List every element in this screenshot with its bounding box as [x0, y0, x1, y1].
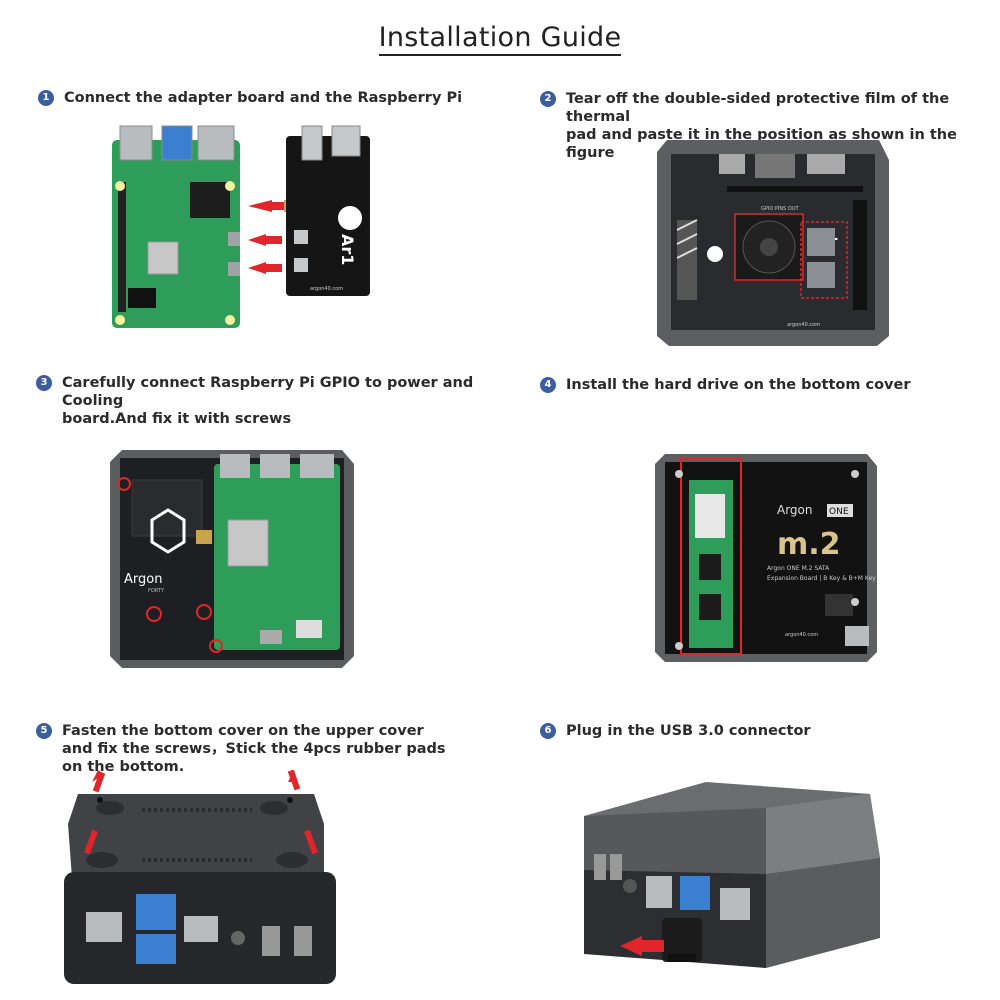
step-text: Plug in the USB 3.0 connector	[566, 723, 811, 739]
argon-label: Argon	[124, 572, 162, 587]
step-2-illustration: GPIO PINS OUT Ar1 argon40.com	[657, 140, 889, 348]
page-title: Installation Guide	[0, 22, 1000, 56]
website-label: argon40.com	[785, 632, 818, 638]
website-label: argon40.com	[787, 322, 820, 328]
step-text: Fasten the bottom cover on the upper cov…	[62, 723, 446, 775]
step-6-illustration	[580, 778, 886, 988]
one-badge: ONE	[829, 507, 849, 517]
gpio-label: GPIO PINS OUT	[761, 206, 799, 212]
website-label: argon40.com	[310, 286, 343, 292]
ar1-label: Ar1	[338, 234, 357, 265]
step-number-badge: 6	[540, 723, 556, 739]
step-text: Tear off the double-sided protective fil…	[566, 91, 957, 161]
step-number-badge: 4	[540, 377, 556, 393]
step-number-badge: 3	[36, 375, 52, 391]
m2-description: Argon ONE M.2 SATA	[767, 565, 830, 572]
step-number-badge: 5	[36, 723, 52, 739]
step-1-illustration: Ar1 argon40.com	[110, 122, 372, 332]
step-number-badge: 1	[38, 90, 54, 106]
m2-logo: m.2	[777, 527, 841, 562]
step-text: Connect the adapter board and the Raspbe…	[64, 90, 463, 106]
step-4-illustration: Argon ONE m.2 Argon ONE M.2 SATA Expansi…	[655, 454, 877, 664]
forty-label: FORTY	[148, 588, 165, 594]
m2-description-2: Expansion Board | B Key & B+M Key	[767, 575, 876, 582]
step-text: Install the hard drive on the bottom cov…	[566, 377, 911, 393]
step-5-illustration	[62, 768, 338, 990]
step-text: Carefully connect Raspberry Pi GPIO to p…	[62, 375, 474, 427]
step-number-badge: 2	[540, 91, 556, 107]
step-3-illustration: Argon FORTY	[110, 450, 354, 670]
argon-one-label: Argon	[777, 503, 813, 517]
